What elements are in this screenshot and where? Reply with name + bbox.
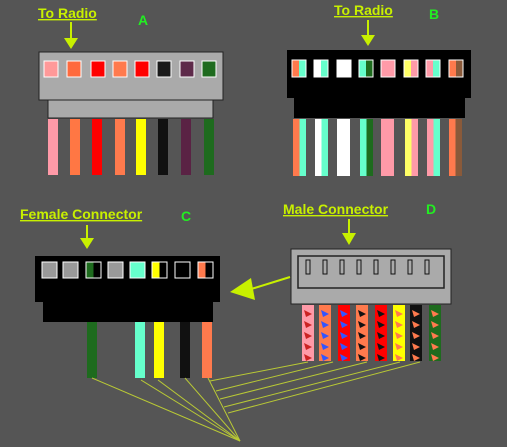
connector-d-letter: D	[426, 201, 436, 217]
connector-c-pins	[41, 261, 214, 279]
connector-a-wire	[204, 119, 214, 175]
connector-c-arrow	[80, 225, 94, 249]
connector-b-pin	[336, 59, 352, 78]
connector-b-wire	[381, 119, 394, 176]
connector-d-wires	[302, 305, 441, 361]
connector-d-slot	[390, 259, 396, 275]
connector-c: Female Connector C	[20, 206, 220, 378]
connector-d-title: Male Connector	[283, 201, 389, 217]
connector-a-pin	[201, 60, 217, 78]
connector-d-wire	[410, 305, 422, 361]
connector-d-slot	[322, 259, 328, 275]
connector-d: Male Connector D	[283, 201, 452, 361]
connector-a-pins	[43, 60, 217, 78]
connector-a-pin	[112, 60, 128, 78]
connector-d-slot	[305, 259, 311, 275]
connector-a-pin	[179, 60, 195, 78]
connector-c-wire	[135, 322, 145, 378]
connector-d-arrow	[342, 219, 356, 245]
connector-d-slot	[339, 259, 345, 275]
connector-c-wire	[202, 322, 212, 378]
connector-d-wire	[429, 305, 441, 361]
connector-b-pin	[425, 59, 441, 78]
connector-c-title: Female Connector	[20, 206, 143, 222]
connector-c-wire	[180, 322, 190, 378]
connector-b-pin	[448, 59, 464, 78]
connector-b-wire	[360, 119, 373, 176]
connector-b-wire	[405, 119, 418, 176]
connector-d-wire	[319, 305, 331, 361]
connector-c-pin	[107, 261, 124, 279]
connector-c-pin	[197, 261, 214, 279]
connector-a-base	[47, 99, 214, 119]
connector-b: To Radio B	[287, 2, 471, 176]
connector-b-pin	[313, 59, 329, 78]
connector-d-socket	[297, 255, 445, 289]
connector-c-base	[43, 302, 213, 322]
connector-b-wire	[427, 119, 440, 176]
connector-d-slot	[407, 259, 413, 275]
connector-d-wire	[356, 305, 368, 361]
connector-b-wire	[449, 119, 462, 176]
connector-c-letter: C	[181, 208, 191, 224]
connector-a-pin	[134, 60, 150, 78]
connector-c-pin	[85, 261, 102, 279]
connector-a-wire	[70, 119, 80, 175]
connector-c-pin	[129, 261, 146, 279]
connector-a-title: To Radio	[38, 5, 97, 21]
connector-a-wire	[158, 119, 168, 175]
connector-b-base	[294, 98, 465, 118]
connector-a-wire	[48, 119, 58, 175]
connector-b-letter: B	[429, 6, 439, 22]
connector-a-arrow	[64, 22, 78, 49]
connector-b-wire	[315, 119, 328, 176]
connector-c-pin	[151, 261, 168, 279]
connector-c-wires	[87, 322, 212, 378]
connector-b-pin	[403, 59, 419, 78]
connector-b-pin	[380, 59, 396, 78]
connector-d-slots	[305, 259, 430, 275]
connector-d-slot	[424, 259, 430, 275]
connector-b-wires	[293, 119, 462, 176]
connector-a-wires	[48, 119, 214, 175]
d-to-c-arrow	[230, 276, 291, 300]
connector-b-pin	[291, 59, 307, 78]
connector-d-slot	[373, 259, 379, 275]
connector-a-pin	[66, 60, 82, 78]
connector-c-pin	[62, 261, 79, 279]
connector-a-wire	[115, 119, 125, 175]
connector-a-letter: A	[138, 12, 148, 28]
connector-d-wire	[375, 305, 387, 361]
connector-a: To Radio A	[38, 5, 224, 175]
connector-b-arrow	[361, 20, 375, 46]
connector-c-pin	[174, 261, 191, 279]
connector-b-wire	[337, 119, 350, 176]
connector-d-slot	[356, 259, 362, 275]
connector-d-wire	[393, 305, 405, 361]
connector-d-wire	[338, 305, 350, 361]
connector-a-wire	[136, 119, 146, 175]
connector-d-wire	[302, 305, 314, 361]
connector-c-wire	[87, 322, 97, 378]
connector-c-pin	[41, 261, 58, 279]
connector-b-wire	[293, 119, 306, 176]
connector-b-title: To Radio	[334, 2, 393, 18]
connector-c-wire	[154, 322, 164, 378]
connector-a-pin	[43, 60, 59, 78]
connector-a-pin	[156, 60, 172, 78]
connector-b-pins	[291, 59, 464, 78]
connector-a-wire	[181, 119, 191, 175]
wire-leader-lines	[91, 361, 421, 442]
connector-a-pin	[90, 60, 106, 78]
connector-b-pin	[358, 59, 374, 78]
connector-a-wire	[92, 119, 102, 175]
